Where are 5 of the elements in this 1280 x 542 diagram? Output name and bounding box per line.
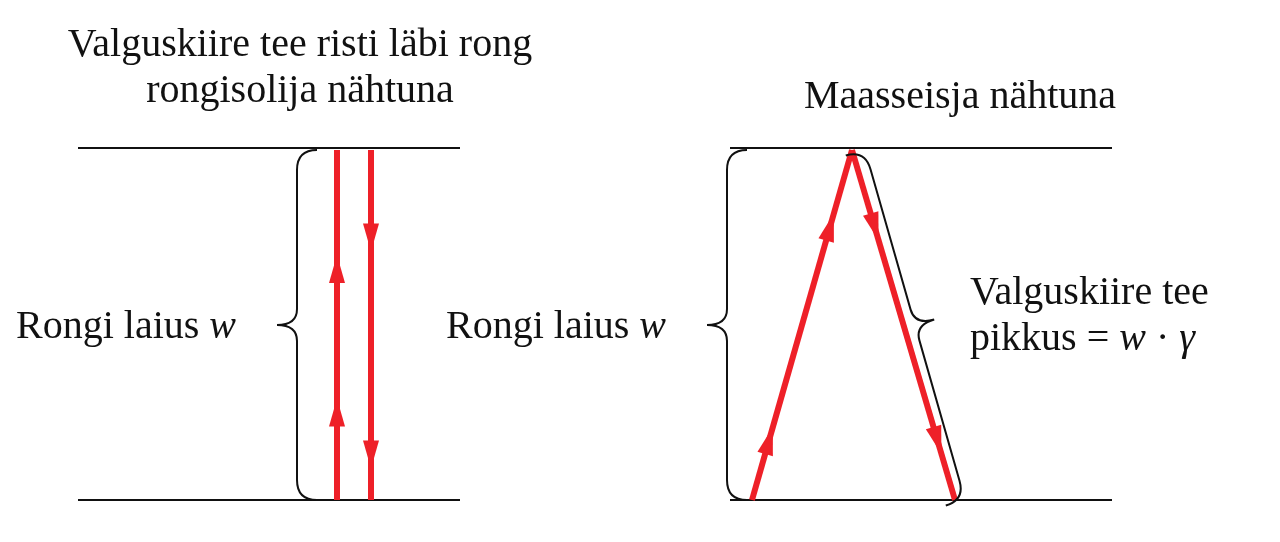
width-label: Rongi laius w [446, 302, 668, 348]
panel-heading: Valguskiire tee risti läbi rong rongisolija nähtuna [66, 20, 534, 112]
panel-heading: Maasseisja nähtuna [802, 72, 1118, 118]
width-label: Rongi laius w [16, 302, 238, 348]
path-length-label: Valguskiire tee pikkus = w · γ [970, 268, 1210, 360]
